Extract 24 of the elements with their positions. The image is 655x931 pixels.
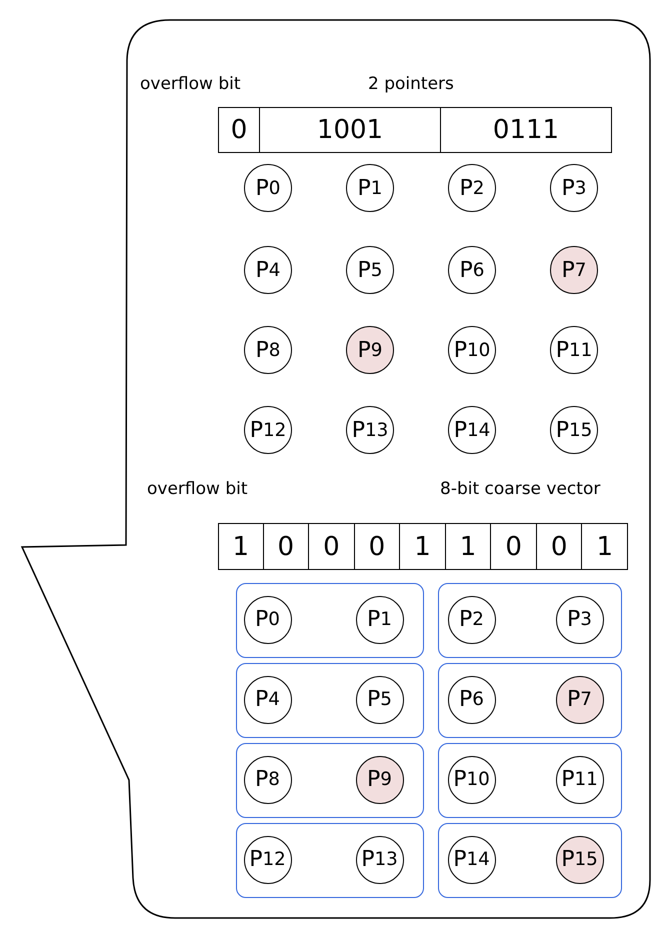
- bit-value: 1001: [259, 107, 441, 153]
- field-label: overflow bit: [140, 74, 241, 94]
- node-group: [236, 823, 424, 898]
- bit-value: 1: [581, 523, 628, 570]
- bit-value: 0: [218, 107, 260, 153]
- node-group: [236, 583, 424, 658]
- bit-value: 0: [490, 523, 537, 570]
- node-group: [236, 743, 424, 818]
- field-label: overflow bit: [147, 479, 248, 499]
- bit-value: 1: [218, 523, 264, 570]
- field-label: 8-bit coarse vector: [440, 479, 600, 499]
- bit-value: 0: [308, 523, 355, 570]
- bit-value: 0111: [440, 107, 612, 153]
- bit-value: 1: [444, 523, 492, 570]
- node-group: [438, 743, 622, 818]
- field-label: 2 pointers: [368, 74, 454, 94]
- bit-value: 1: [399, 523, 446, 570]
- node-group: [438, 583, 622, 658]
- bit-value: 0: [354, 523, 400, 570]
- bit-value: 0: [262, 523, 310, 570]
- bit-value: 0: [536, 523, 582, 570]
- node-group: [236, 663, 424, 738]
- node-group: [438, 823, 622, 898]
- node-group: [438, 663, 622, 738]
